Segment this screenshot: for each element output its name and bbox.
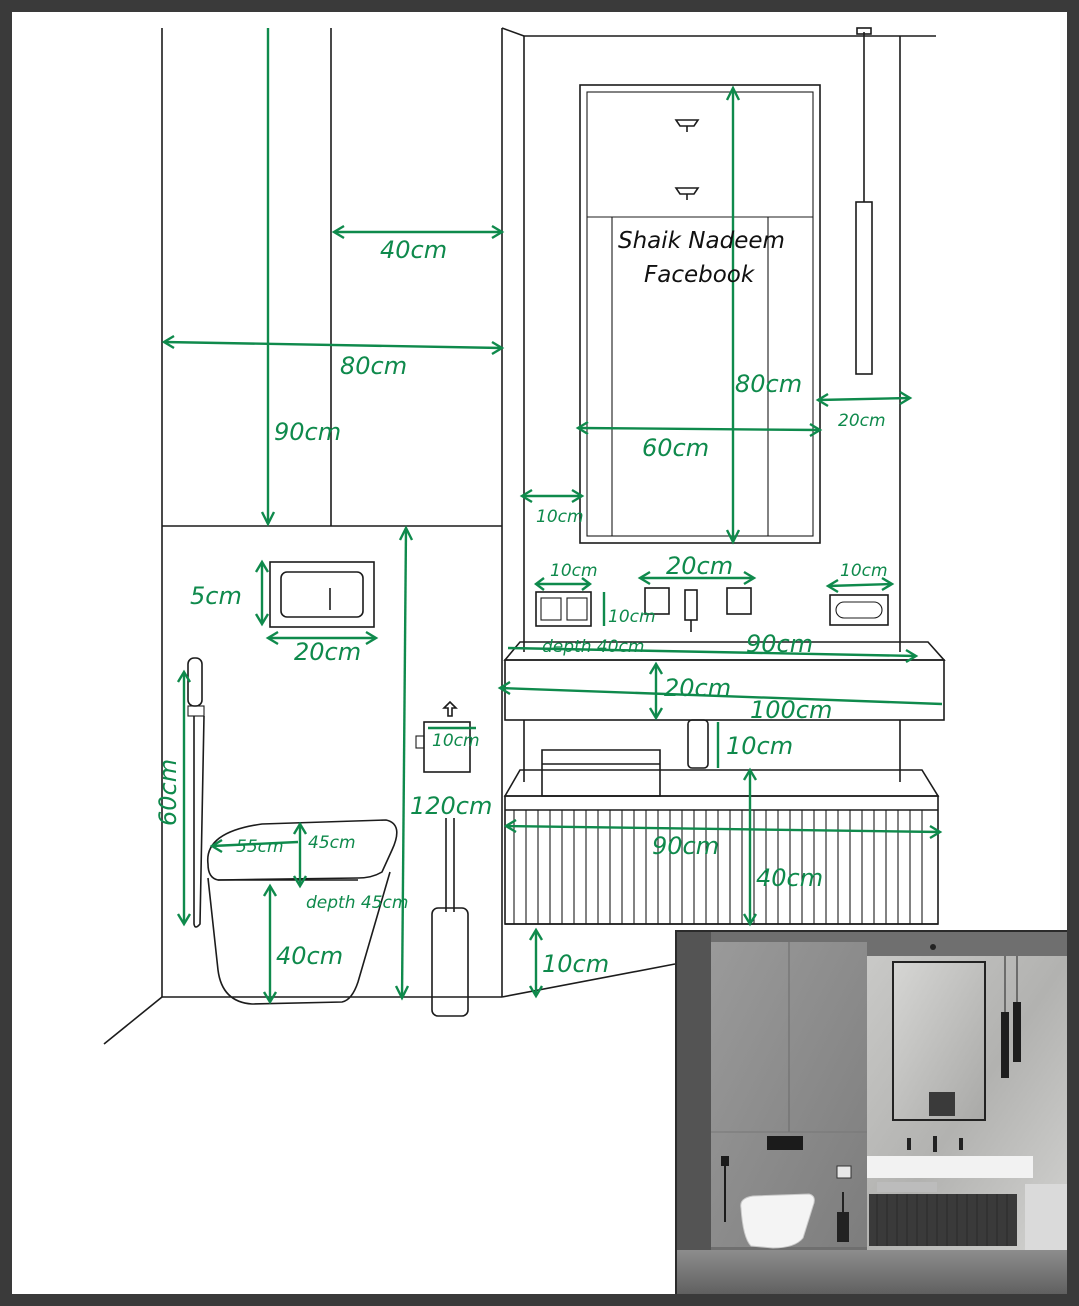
label-cabinet-height: 40cm [756, 864, 823, 892]
elevation-linework [103, 27, 946, 1045]
label-counter-length-inner: 90cm [746, 630, 813, 658]
dimension-labels: 40cm 80cm 90cm 80cm 60cm 20cm 10cm 5cm 2… [154, 236, 888, 978]
label-cabinet-lift: 10cm [542, 950, 609, 978]
label-counter-depth: depth 40cm [542, 637, 644, 657]
label-socket-height: 10cm [608, 607, 656, 627]
label-gap-above-cabinet: 10cm [726, 732, 793, 760]
label-cabinet-upper-width: 40cm [380, 236, 447, 264]
label-socket-left-width: 10cm [550, 561, 598, 581]
label-toilet-width: 55cm [236, 837, 284, 857]
label-mirror-height: 80cm [735, 370, 802, 398]
sheet: 40cm 80cm 90cm 80cm 60cm 20cm 10cm 5cm 2… [12, 12, 1067, 1294]
label-toilet-lid-height: 45cm [308, 833, 356, 853]
label-wall-width: 80cm [340, 352, 407, 380]
label-mirror-right-gap: 20cm [838, 411, 886, 431]
render-photo-inset [675, 930, 1067, 1294]
label-mirror-left-gap: 10cm [536, 507, 584, 527]
label-cabinet-width: 90cm [652, 832, 719, 860]
watermark-name: Shaik Nadeem [618, 228, 785, 254]
render-photo [677, 932, 1067, 1294]
label-upper-height: 90cm [274, 418, 341, 446]
label-counter-length: 100cm [750, 696, 832, 724]
label-box-height: 120cm [410, 792, 492, 820]
label-paper-holder: 10cm [432, 731, 480, 751]
label-faucet-span: 20cm [666, 552, 733, 580]
label-flush-plate-width: 20cm [294, 638, 361, 666]
cabinet-fluting [513, 810, 923, 924]
watermark-site: Facebook [644, 262, 756, 288]
label-counter-thickness: 20cm [664, 674, 731, 702]
label-flush-plate-height: 5cm [190, 582, 242, 610]
bathroom-elevation-drawing: 40cm 80cm 90cm 80cm 60cm 20cm 10cm 5cm 2… [103, 27, 946, 1045]
label-shower-height: 60cm [154, 759, 182, 826]
watermark: Shaik Nadeem Facebook [618, 228, 785, 288]
label-socket-right-width: 10cm [840, 561, 888, 581]
label-toilet-seat-height: 40cm [276, 942, 343, 970]
label-toilet-depth: depth 45cm [306, 893, 408, 913]
label-mirror-width: 60cm [642, 434, 709, 462]
dimension-lines [161, 28, 943, 1005]
